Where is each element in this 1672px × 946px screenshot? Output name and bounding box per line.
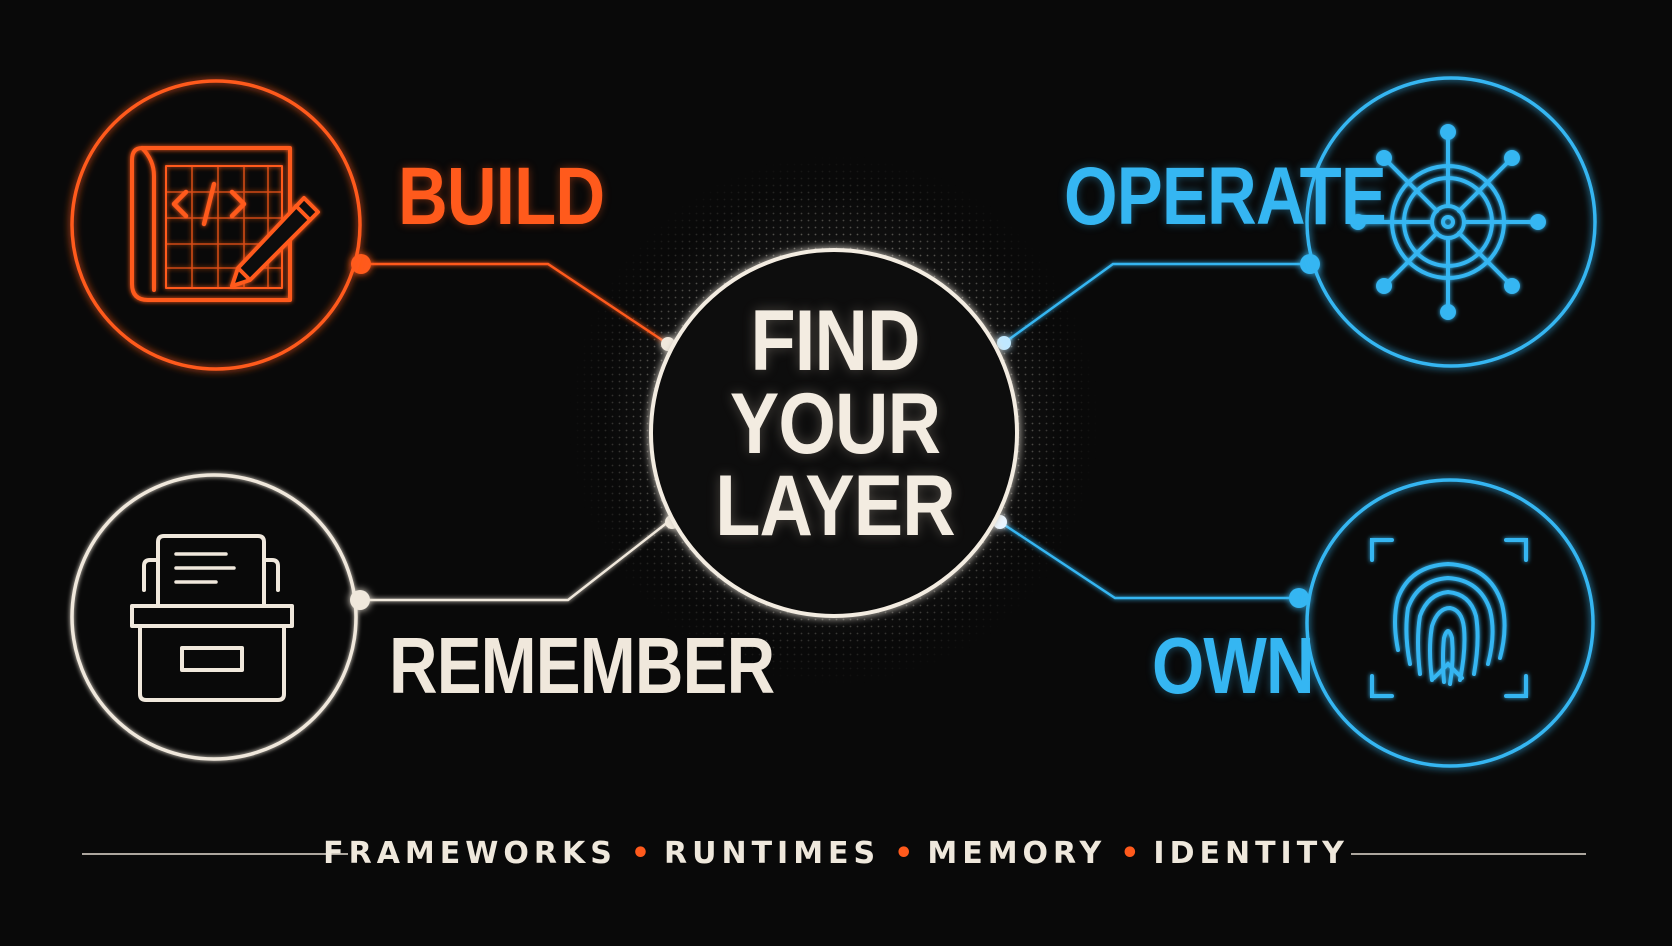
connector-own [999, 520, 1299, 600]
center-title-line-2: YOUR [729, 375, 941, 472]
operate-label: OPERATE [1064, 151, 1387, 242]
footer-item-memory: MEMORY [927, 836, 1107, 871]
footer-item-frameworks: FRAMEWORKS [323, 836, 617, 871]
footer-item-identity: IDENTITY [1153, 836, 1349, 871]
own-label: OWN [1152, 621, 1315, 710]
footer: FRAMEWORKS • RUNTIMES • MEMORY • IDENTITY [0, 834, 1672, 874]
remember-label: REMEMBER [389, 621, 775, 710]
ship-wheel-icon [1350, 124, 1546, 320]
dot-own-outer [1289, 588, 1309, 608]
build-label: BUILD [398, 151, 605, 242]
own-node [1305, 478, 1595, 768]
blueprint-code-pencil-icon [130, 146, 320, 302]
fingerprint-icon [1370, 538, 1528, 698]
own-circle [1305, 478, 1595, 768]
center-title-line-1: FIND [750, 293, 920, 389]
separator-dot: • [630, 836, 650, 871]
connector-remember [360, 521, 669, 602]
operate-circle [1305, 76, 1597, 368]
file-box-icon [130, 534, 294, 702]
dot-operate-inner [997, 336, 1011, 350]
footer-item-runtimes: RUNTIMES [664, 836, 881, 871]
footer-items: FRAMEWORKS • RUNTIMES • MEMORY • IDENTITY [0, 834, 1672, 874]
center-title-line-3: LAYER [715, 458, 955, 555]
build-circle [70, 79, 362, 371]
build-node [70, 79, 362, 371]
center-title: FIND YOUR LAYER [670, 293, 1000, 555]
center-circle [649, 248, 1019, 618]
connector-operate [1003, 262, 1310, 344]
operate-node [1305, 76, 1597, 368]
footer-line-left [82, 853, 348, 855]
connectors [360, 262, 1310, 602]
remember-node [70, 473, 358, 761]
separator-dot: • [1120, 836, 1140, 871]
connector-build [361, 262, 669, 345]
remember-circle [70, 473, 358, 761]
footer-line-right [1351, 853, 1586, 855]
separator-dot: • [894, 836, 914, 871]
